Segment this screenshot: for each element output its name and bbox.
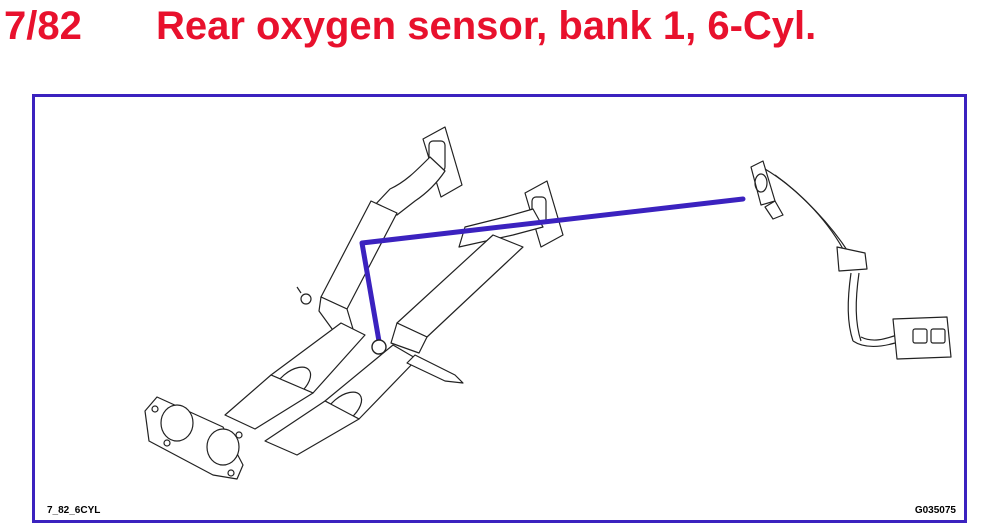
sensor-location-marker (371, 339, 387, 355)
lower-muffler (396, 234, 524, 338)
figure-number: 7/82 (4, 4, 82, 48)
diagram-frame: 7_82_6CYL G035075 (32, 94, 967, 523)
oxygen-sensor (750, 160, 952, 360)
figure-code-left: 7_82_6CYL (47, 505, 101, 516)
upper-pipe-bank (318, 126, 564, 354)
catalytic-converters (224, 286, 464, 456)
upper-muffler (320, 200, 398, 310)
pointer-line (359, 196, 746, 350)
figure-title: Rear oxygen sensor, bank 1, 6-Cyl. (156, 4, 817, 48)
sensor-bracket (406, 354, 464, 384)
exhaust-diagram (144, 126, 952, 480)
manifold-flanges (144, 396, 244, 480)
figure-code-right: G035075 (914, 505, 956, 516)
